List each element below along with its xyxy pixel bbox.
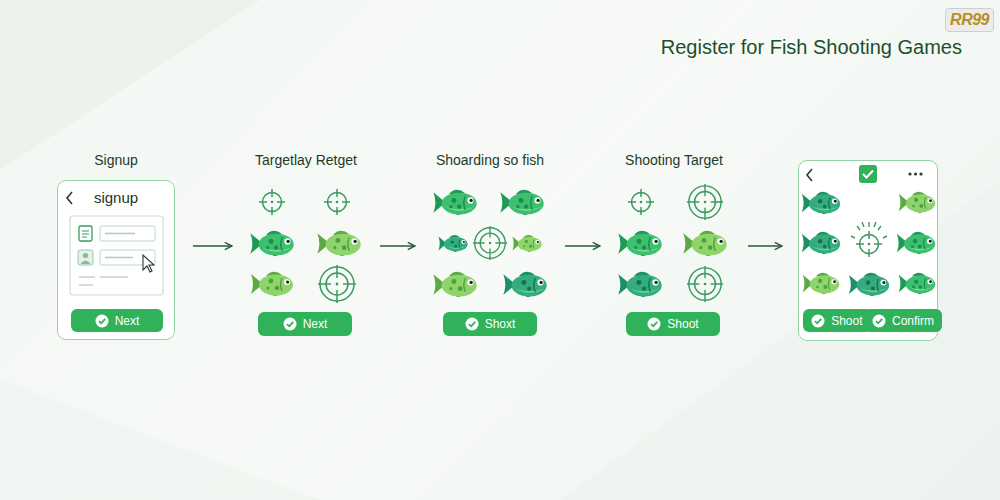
check-icon [95, 314, 109, 328]
check-icon [872, 314, 886, 328]
form-box [70, 216, 163, 295]
doc-icon [79, 226, 92, 241]
input-line [105, 257, 133, 259]
check-icon [465, 317, 479, 331]
button-label: Shoxt [485, 317, 516, 331]
flow-arrow [565, 245, 600, 247]
phone-card: Shoot Confirm [798, 160, 938, 341]
step-group: Targetlay RetgetNext [232, 150, 380, 340]
back-icon [807, 169, 812, 181]
user-icon [78, 250, 93, 265]
check-badge [859, 165, 877, 183]
button-label: Shoot [667, 317, 698, 331]
action-button: Shoxt [443, 312, 537, 336]
hit-burst [851, 222, 887, 238]
input-field [100, 226, 155, 241]
flow-arrow [380, 245, 415, 247]
action-button: Next [71, 309, 163, 332]
button-label: Shoot [831, 314, 862, 328]
menu-dot [919, 172, 922, 175]
check-icon [811, 314, 825, 328]
check-icon [283, 317, 297, 331]
menu-dot [908, 172, 911, 175]
button-label: Next [303, 317, 328, 331]
step-heading: Shooting Target [600, 152, 748, 168]
button-label: Confirm [892, 314, 934, 328]
user-head [83, 253, 88, 258]
phone-card: SignupsignupNext [57, 180, 175, 340]
step-group: Shooting TargetShoot [600, 150, 748, 340]
page-title: Register for Fish Shooting Games [661, 36, 962, 59]
screen-title: signup [58, 189, 174, 206]
bg-shape [0, 0, 260, 170]
check-mark [863, 171, 873, 178]
step-heading: Shoarding so fish [415, 152, 565, 168]
back-icon [67, 192, 72, 204]
flow-arrow [748, 245, 782, 247]
doc-lines [82, 231, 89, 237]
action-button: Next [258, 312, 352, 336]
action-button: Shoot [626, 312, 720, 336]
form-lines [79, 277, 128, 285]
action-button: Shoot [803, 309, 871, 332]
step-heading: Signup [58, 152, 174, 168]
button-label: Next [115, 314, 140, 328]
user-body [81, 261, 91, 265]
step-heading: Targetlay Retget [232, 152, 380, 168]
cursor-icon [143, 255, 154, 272]
check-icon [647, 317, 661, 331]
menu-dot [914, 172, 917, 175]
card-fill [57, 180, 175, 340]
input-line [105, 233, 135, 235]
flow-arrow [193, 245, 232, 247]
bg-shape [0, 380, 320, 500]
step-group: Shoarding so fishShoxt [415, 150, 565, 340]
action-button: Confirm [863, 309, 942, 332]
logo-watermark: RR99 [945, 8, 994, 32]
